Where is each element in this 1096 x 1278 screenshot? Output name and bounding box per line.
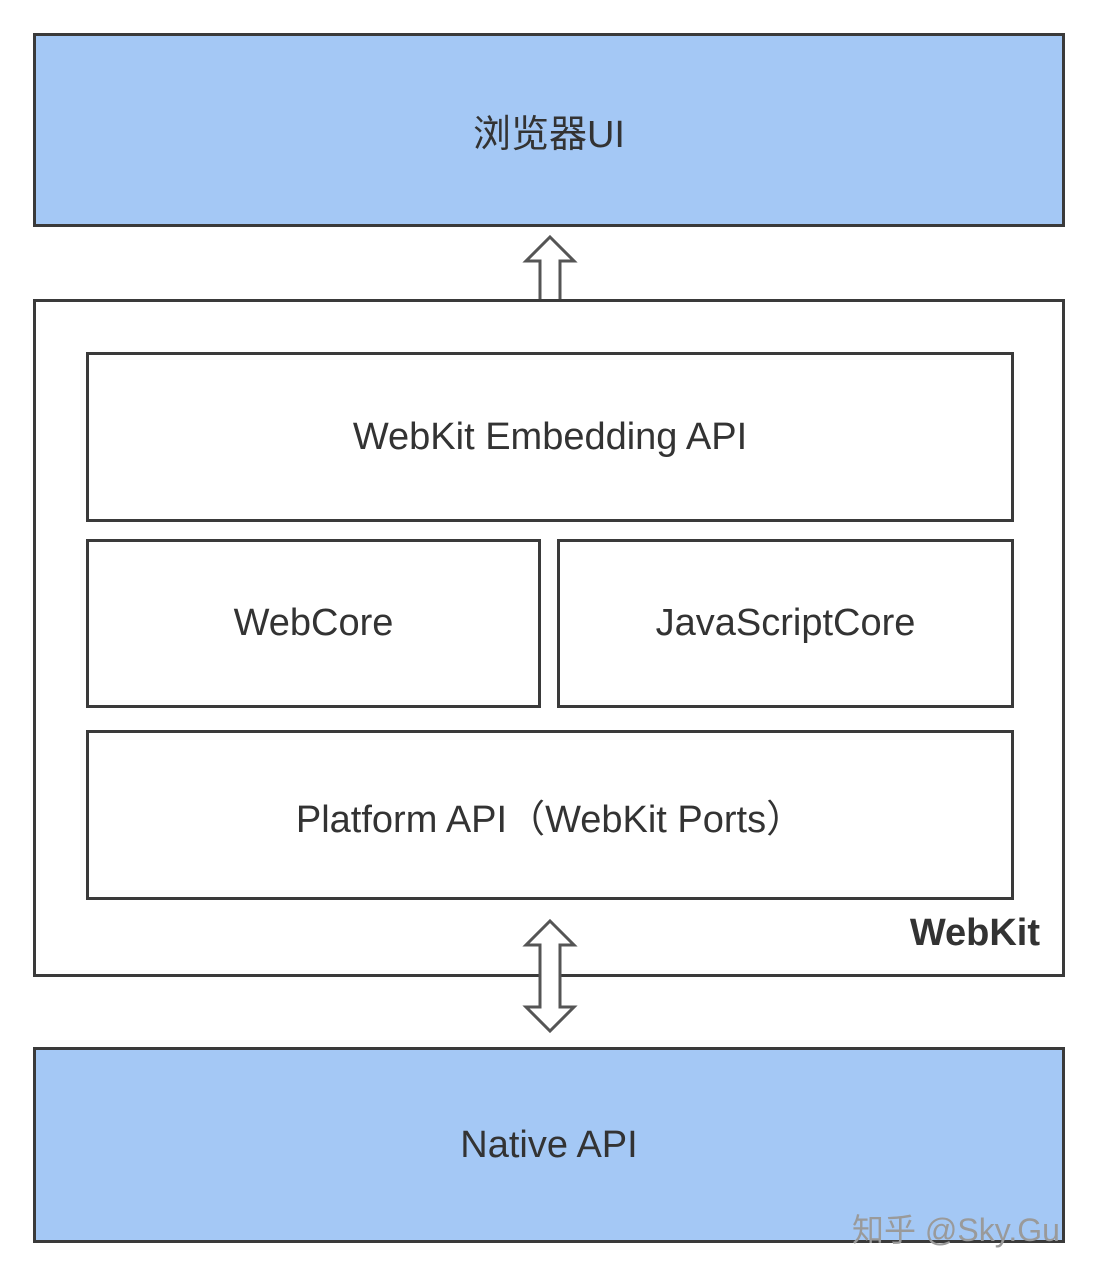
webcore-label: WebCore — [233, 602, 394, 644]
watermark: 知乎 @Sky.Gu — [852, 1212, 1060, 1248]
double-arrow-icon — [522, 918, 578, 1034]
webkit-embedding-api-label: WebKit Embedding API — [352, 415, 748, 458]
native-api-layer: Native API — [33, 1047, 1065, 1243]
webcore-layer: WebCore — [86, 539, 541, 708]
webkit-container-label: WebKit — [909, 912, 1040, 954]
browser-ui-layer: 浏览器UI — [33, 33, 1065, 227]
javascriptcore-layer: JavaScriptCore — [557, 539, 1014, 708]
browser-ui-label: 浏览器UI — [472, 113, 625, 156]
native-api-label: Native API — [460, 1123, 638, 1166]
platform-api-label: Platform API（WebKit Ports） — [295, 798, 805, 841]
platform-api-layer: Platform API（WebKit Ports） — [86, 730, 1014, 900]
webkit-embedding-api-layer: WebKit Embedding API — [86, 352, 1014, 522]
javascriptcore-label: JavaScriptCore — [655, 602, 916, 644]
